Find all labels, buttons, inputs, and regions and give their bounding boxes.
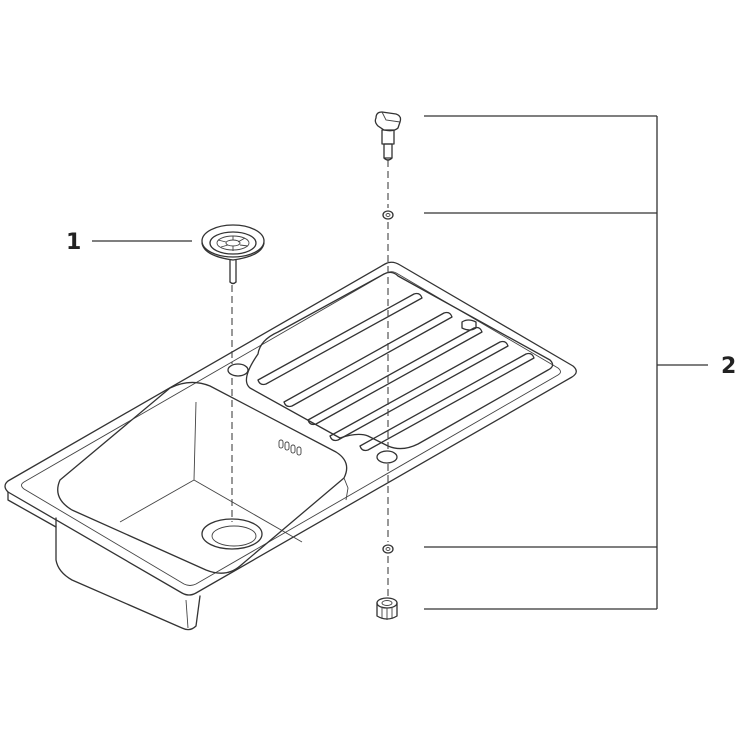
sink-bowl-edge	[57, 381, 348, 574]
callout-1: 1	[66, 230, 81, 255]
callout-2: 2	[721, 354, 736, 379]
drainer-recess	[245, 271, 554, 450]
basket-strainer-icon	[201, 224, 265, 285]
callout-2-bracket	[424, 115, 708, 610]
washer-icon	[382, 544, 394, 554]
drainer-ribs	[257, 292, 535, 452]
tap-hole	[227, 363, 249, 377]
overflow-slot	[278, 439, 302, 456]
leader-lines	[92, 115, 708, 610]
nut-icon	[376, 597, 398, 620]
sink-outer-rim	[4, 261, 577, 596]
sink-inner-rim	[21, 271, 561, 586]
sink-body	[4, 261, 577, 631]
drain-plug-icon	[374, 111, 402, 161]
bowl-drain-ring	[201, 518, 263, 550]
sink-front-skirt	[55, 517, 201, 631]
drainer-drain-hole	[376, 450, 398, 464]
assembly-axes	[231, 160, 389, 596]
washer-icon	[382, 210, 394, 220]
